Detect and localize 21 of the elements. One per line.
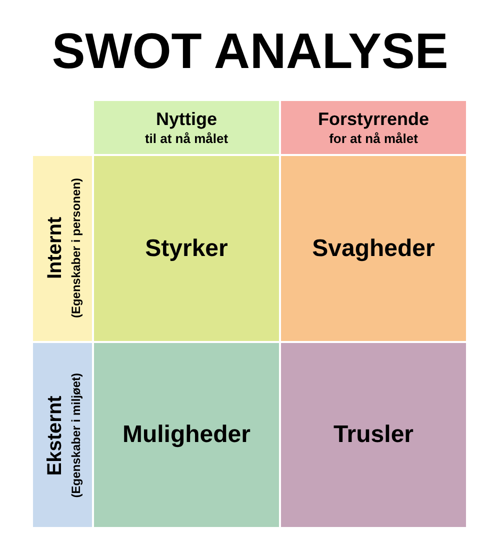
row-heading: Internt <box>42 216 66 282</box>
column-heading: Forstyrrende <box>318 108 430 130</box>
row-subheading: (Egenskaber i personen) <box>68 178 84 319</box>
quadrant <box>280 342 467 528</box>
column-header <box>280 100 467 155</box>
quadrant-heading: Styrker <box>145 234 228 264</box>
row-header <box>32 155 93 342</box>
column-subheading: for at nå målet <box>329 130 418 147</box>
row-header <box>32 342 93 528</box>
column-heading: Nyttige <box>156 108 217 130</box>
quadrant <box>93 155 280 342</box>
quadrant-heading: Muligheder <box>122 420 250 450</box>
quadrant-heading: Svagheder <box>312 234 435 264</box>
quadrant <box>280 155 467 342</box>
row-heading: Eksternt <box>42 394 66 478</box>
column-subheading: til at nå målet <box>144 130 228 147</box>
quadrant-heading: Trusler <box>333 420 414 450</box>
row-subheading: (Egenskaber i miljøet) <box>68 372 84 498</box>
title: SWOT ANALYSE <box>50 22 450 80</box>
quadrant <box>93 342 280 528</box>
column-header <box>93 100 280 155</box>
